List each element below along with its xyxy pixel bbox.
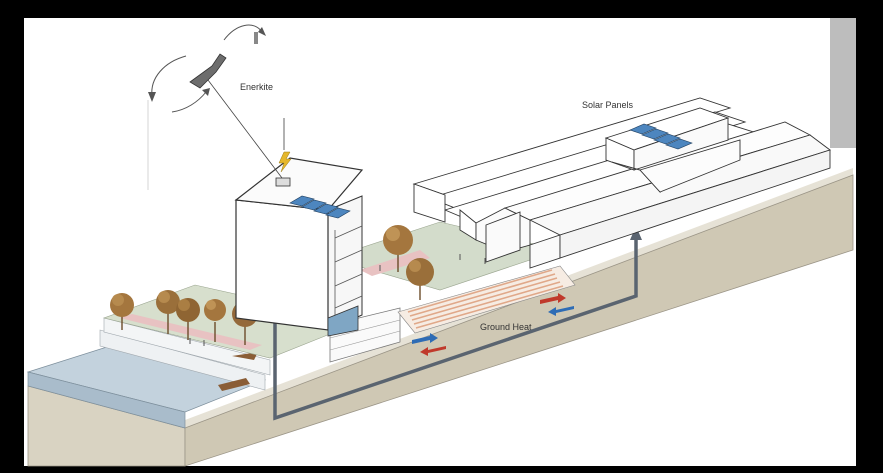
heat-exchange-arrow-icon [412,293,574,356]
tree-icon [156,290,180,334]
enerkite-label: Enerkite [240,82,273,92]
wind-arrow-icon [223,24,263,41]
enerkite [148,24,283,179]
rooftop-unit [275,177,291,187]
tree-icon [204,299,226,342]
kite-tether [207,79,283,179]
tower-solar-panels [289,195,351,219]
tree-icon [110,293,134,330]
water-canal [26,317,271,429]
tree-icon [383,225,413,272]
edge-strip [830,18,856,148]
lightning-bolt-icon [278,151,292,173]
tree-icon [406,258,434,300]
wind-arrow-icon [171,91,207,113]
hall-solar-panels [629,123,693,150]
ground-heat-field [397,265,576,334]
tree-group [110,225,434,345]
solar-panels-label: Solar Panels [582,100,634,110]
wind-arrow-icon [151,55,187,97]
people [189,254,486,346]
tree-icon [176,298,200,340]
ground-heat-label: Ground Heat [480,322,532,332]
apartment-tower [234,157,364,337]
kite-icon [189,53,227,89]
